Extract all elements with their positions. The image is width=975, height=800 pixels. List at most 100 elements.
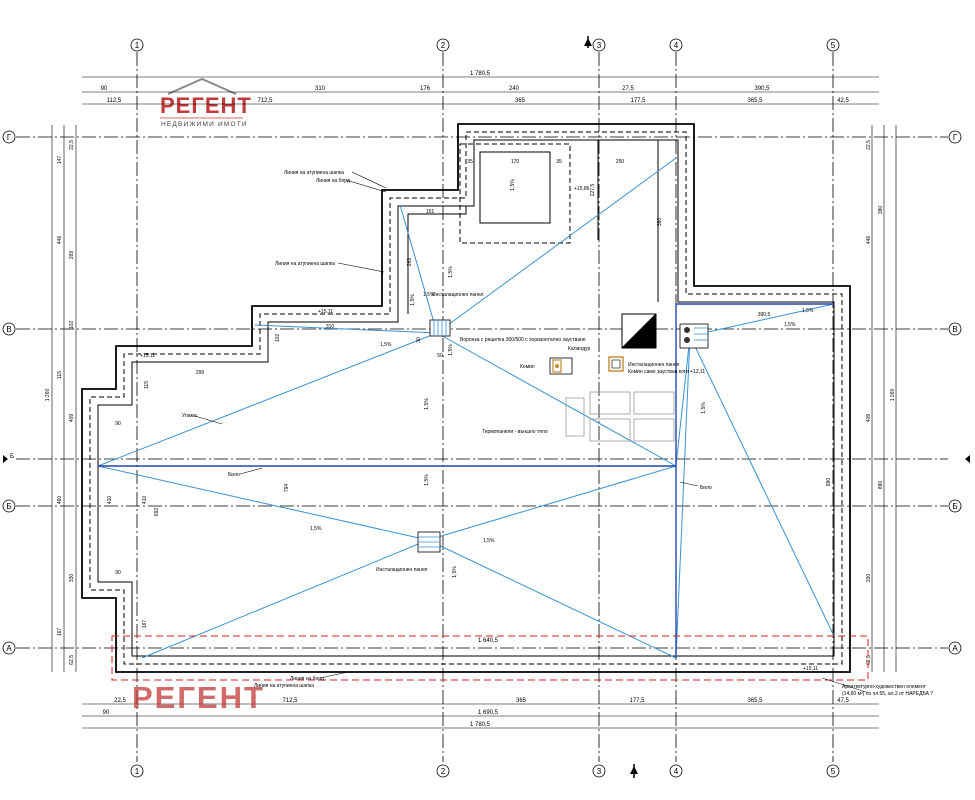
inner-dim-j: 90: [115, 421, 121, 427]
svg-text:В: В: [952, 325, 957, 334]
label-bottom-parapet: Линия на атупиена шапка: [254, 683, 314, 689]
dim-top-j: 177,5: [630, 98, 646, 104]
drain-grate-right: [679, 323, 709, 349]
axis-bubble-v-right: В: [948, 322, 962, 336]
axis-bubble-g-left: Г: [2, 130, 16, 144]
dim-top-i: 365: [515, 98, 526, 104]
chimney-right: [608, 356, 624, 372]
dim-left-h: 409: [69, 414, 75, 423]
label-arch-note-1: Архитектурно-художествен елемент: [842, 684, 927, 690]
level-mark: +15,11: [803, 666, 818, 672]
dim-right-b: 380: [878, 206, 884, 215]
section-mark-label: Б: [10, 454, 14, 460]
svg-text:1: 1: [135, 41, 140, 50]
drain-grate-middle: [417, 531, 441, 553]
inner-dim-u: 890: [826, 478, 832, 487]
dim-top-k: 365,5: [747, 98, 763, 104]
dim-left-d: 269: [69, 251, 75, 260]
axis-bubble-1-bottom: 1: [130, 764, 144, 778]
inner-dim-w: 115: [144, 381, 150, 389]
label-parapet-line-2: Линия на атупиена шапка: [275, 261, 335, 267]
slope-label: 1,5%: [452, 566, 458, 578]
dim-bottom-a: 22,5: [114, 698, 126, 704]
label-attic-line: Линия на борд: [316, 178, 350, 184]
dim-top-b: 310: [315, 86, 326, 92]
label-parapet-line-1: Линия на атупиена шапка: [284, 170, 344, 176]
inner-dim-s: 390,5: [758, 312, 771, 318]
axis-bubble-b-left: Б: [2, 499, 16, 513]
slope-labels: 1,5% 1,5% 1,5% 1,5% 1,5% 1,5% 1,5% 1,5% …: [310, 179, 814, 578]
watermark: РЕГЕНТ: [132, 680, 265, 715]
inner-dim-r: 50: [437, 353, 443, 359]
dim-bottom-total: 1 780,5: [470, 722, 491, 728]
axis-bubble-a-right: А: [948, 641, 962, 655]
dim-left-i: 460: [57, 496, 63, 505]
inner-dim-m: 410: [142, 496, 148, 505]
label-ridge-2: Било: [700, 485, 712, 491]
dim-top-h: 712,5: [257, 98, 273, 104]
label-chimney: Комин: [520, 364, 535, 370]
logo-tagline: НЕДВИЖИМИ ИМОТИ: [161, 121, 248, 128]
dim-bottom-g: 90: [103, 710, 110, 716]
slope-label: 1,5%: [784, 322, 796, 328]
axis-bubble-v-left: В: [2, 322, 16, 336]
dim-top-e: 27,5: [622, 86, 634, 92]
svg-text:2: 2: [441, 41, 446, 50]
dim-right-h: 62,5: [866, 655, 872, 665]
inner-dim-l: 410: [107, 496, 113, 505]
axis-bubble-4-top: 4: [669, 38, 683, 52]
slope-label: 1,5%: [423, 292, 435, 298]
roof-outline: [81, 123, 851, 673]
axis-bubble-a-left: А: [2, 641, 16, 655]
slope-label: 1,5%: [424, 474, 430, 486]
inner-dim-a: 170: [511, 159, 520, 165]
level-mark: +15,86: [574, 186, 590, 192]
level-mark: +15,11: [140, 353, 155, 359]
label-ridge-1: Било: [228, 472, 240, 478]
inner-dim-k: 90: [115, 570, 121, 576]
inner-dim-c: 35: [556, 159, 562, 165]
inner-dim-p: 167: [142, 620, 148, 629]
svg-text:5: 5: [831, 767, 836, 776]
dim-left-e: 102: [69, 321, 75, 330]
svg-text:Г: Г: [7, 133, 12, 142]
svg-text:2: 2: [441, 767, 446, 776]
architectural-element: [111, 635, 869, 693]
slope-label: 1,5%: [510, 179, 516, 191]
dim-top-c: 176: [420, 86, 431, 92]
slope-label: 1,5%: [448, 344, 454, 356]
svg-text:1: 1: [135, 767, 140, 776]
inner-dim-o: 794: [284, 484, 290, 493]
axis-bubble-2-bottom: 2: [436, 764, 450, 778]
axis-bubble-5-top: 5: [826, 38, 840, 52]
label-install-panel-1: Инсталационен панел: [432, 292, 484, 298]
dim-left-f: 115: [57, 371, 63, 379]
inner-dim-h: 310: [326, 324, 335, 330]
svg-text:А: А: [952, 644, 958, 653]
axis-bubble-3-top: 3: [592, 38, 606, 52]
label-arch-note-2: (14,60 м²) по чл.55, ал.2 от НАРЕДБА 7: [842, 691, 933, 697]
svg-text:Б: Б: [952, 502, 957, 511]
section-marks: Б: [3, 36, 970, 778]
slope-label: 1,5%: [701, 402, 707, 414]
dimensions-right: 22,5 380 446 1 260 409 890 330 62,5: [866, 125, 897, 672]
svg-text:4: 4: [674, 767, 679, 776]
svg-text:3: 3: [597, 767, 602, 776]
inner-dim-g: 269: [407, 258, 413, 267]
roof-hatch: [621, 313, 657, 349]
inner-dimensions: 170 35 35 250 151 380 269 310 299 90 90 …: [107, 159, 832, 628]
axis-bubble-1-top: 1: [130, 38, 144, 52]
label-chimney-vent: Комин само заустван коти +12,11: [628, 369, 705, 375]
dim-top-l: 42,5: [837, 98, 849, 104]
axis-bubble-3-bottom: 3: [592, 764, 606, 778]
label-bottom-attic: Линия на борд: [290, 676, 324, 682]
dim-left-c: 446: [57, 236, 63, 245]
dim-top-a: 90: [101, 86, 108, 92]
axis-bubbles: 1 2 3 4 5 1 2 3 4 5 Г В Б А Г В Б А: [2, 38, 962, 778]
axis-bubble-b-right: Б: [948, 499, 962, 513]
dim-right-f: 890: [878, 481, 884, 490]
dim-left-a: 22,5: [69, 140, 75, 150]
axis-bubble-4-bottom: 4: [669, 764, 683, 778]
dim-top-d: 240: [509, 86, 520, 92]
logo: РЕГЕНТ НЕДВИЖИМИ ИМОТИ: [160, 77, 251, 128]
